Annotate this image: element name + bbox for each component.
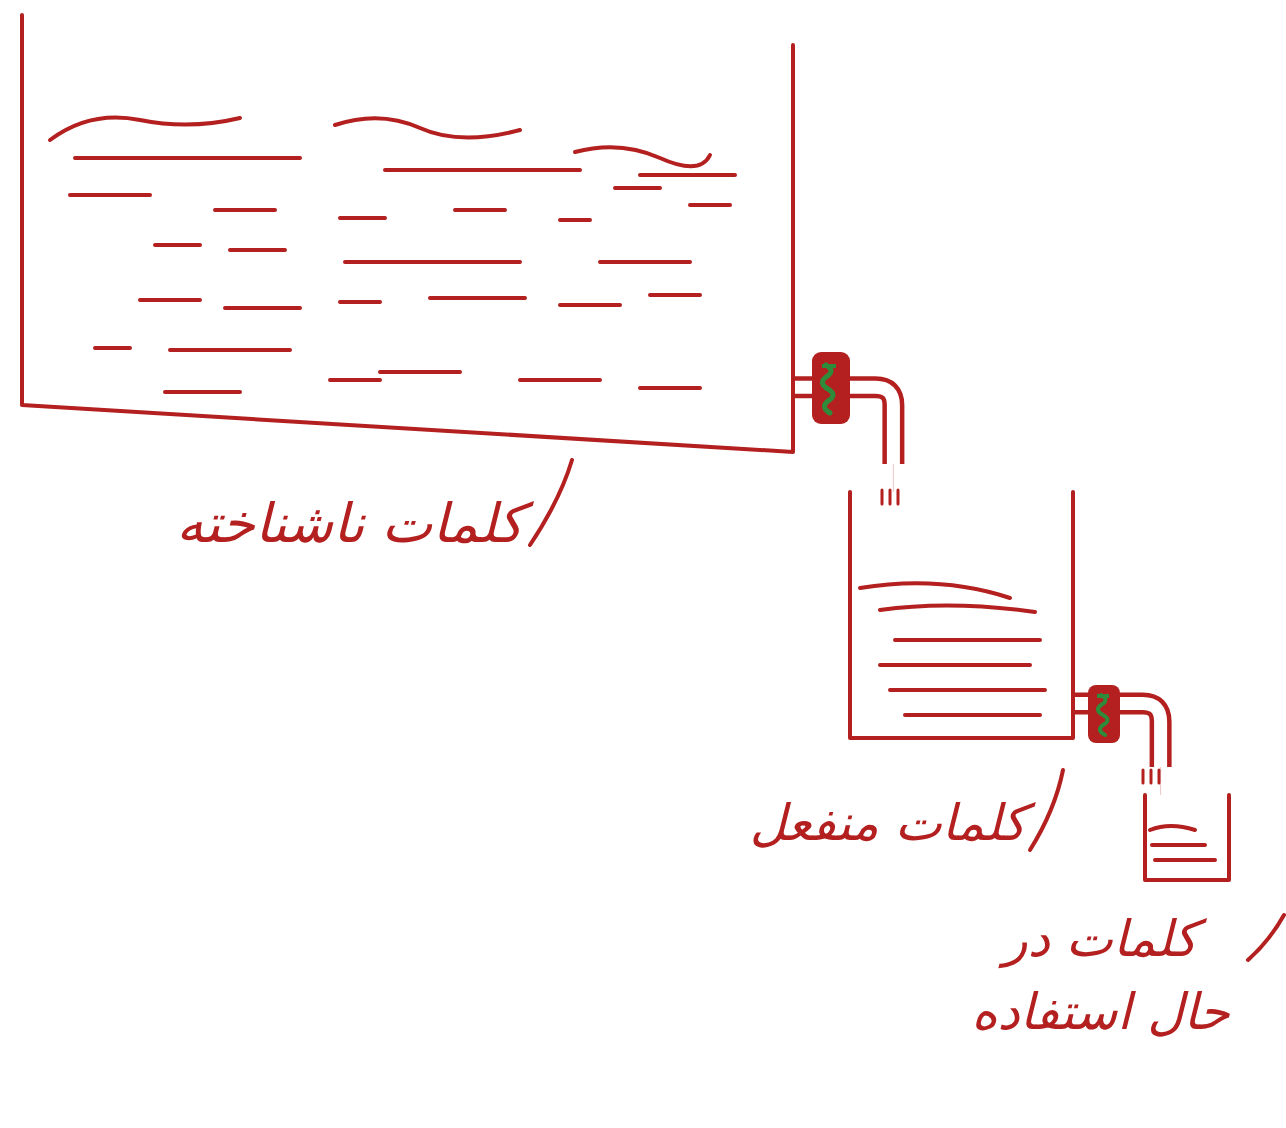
- leader-line: [530, 460, 572, 545]
- wave: [50, 118, 240, 141]
- valve-handle: [822, 364, 836, 368]
- valve-handle: [1097, 694, 1109, 698]
- water-line: [880, 605, 1045, 715]
- wave: [575, 147, 710, 166]
- tank-label: کلمات در حال استفاده: [963, 903, 1238, 1048]
- valve-body: [1088, 685, 1120, 743]
- tank-outline: [848, 492, 1075, 742]
- leader-line: [1248, 915, 1284, 960]
- valve-symbol: [1088, 685, 1120, 743]
- drip: [1143, 770, 1159, 783]
- wave: [335, 118, 520, 137]
- valve-symbol: [812, 352, 850, 424]
- water-tank: کلمات ناشناخته: [20, 15, 795, 455]
- water-dash: [155, 245, 690, 262]
- water-lines: [50, 118, 1215, 861]
- tank-outline: [1143, 795, 1231, 882]
- wave: [860, 583, 1010, 598]
- leader-lines: [530, 460, 1284, 960]
- tank-wall: [1145, 795, 1229, 880]
- water-line: [1150, 826, 1215, 860]
- tank-label: کلمات منفعل: [733, 787, 1043, 860]
- tank-label: کلمات ناشناخته: [110, 485, 590, 563]
- valve-handle: [1098, 695, 1108, 735]
- water-dash: [95, 348, 700, 388]
- water-drips: [882, 490, 1159, 783]
- drip: [882, 490, 898, 504]
- valve-handle: [822, 365, 833, 413]
- water-tank: کلمات در حال استفاده: [1143, 795, 1231, 882]
- valve-body: [812, 352, 850, 424]
- water-dash: [70, 188, 730, 220]
- leader-line: [1030, 770, 1063, 850]
- water-stream: [893, 464, 894, 492]
- tank-wall: [22, 15, 793, 452]
- water-dash: [140, 295, 700, 308]
- water-tank: کلمات منفعل: [848, 492, 1075, 742]
- tank-wall: [850, 492, 1073, 738]
- water-line: [75, 158, 735, 175]
- water-dash: [165, 380, 380, 392]
- tank-outline: [20, 15, 795, 455]
